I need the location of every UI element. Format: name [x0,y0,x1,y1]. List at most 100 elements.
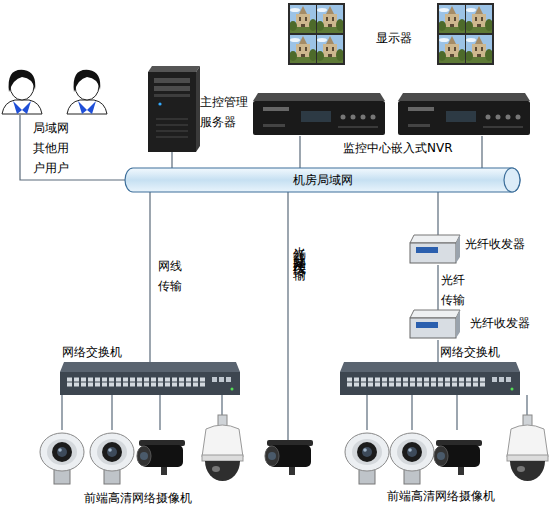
fiber-transceiver: 光纤收发器 [410,310,460,340]
transceiver-side [456,235,460,263]
annotation: 光纤或是网线传输 [291,236,307,260]
vent [156,136,188,138]
box-camera [137,440,185,475]
display-frame [437,3,494,65]
network-switch: 网络交换机 [60,362,240,395]
cable-line [366,395,367,430]
node-label: 光纤收发器 [465,237,545,252]
ptz-dome-camera [202,415,243,481]
transceiver-top [410,235,460,243]
sfp-port [499,377,504,382]
node-label: 网络交换机 [440,345,530,360]
transceiver-front [410,318,456,338]
turret-camera [390,433,434,484]
user-group: 局域网 其他用 户用户 [3,62,115,115]
turret-camera [90,433,134,484]
box-camera [434,440,482,475]
cable-line [299,136,300,168]
sfp-port [506,377,511,382]
sfp-port [219,377,224,382]
node-label: 局域网 其他用 户用户 [33,118,73,178]
display-pane [465,35,493,63]
switch-ports [66,377,206,387]
node-label: 前端高清网络摄像机 [58,491,218,506]
cable-line [159,395,160,430]
nvr-node: 监控中心嵌入式NVR [252,92,530,136]
vent [156,124,188,126]
drive-bay [154,94,190,97]
transceiver-side [456,310,460,338]
switch-front [340,372,520,395]
nvr-box [253,93,385,135]
transceiver-top [410,310,460,318]
vent [156,118,188,120]
camera-group: 前端高清网络摄像机 [343,430,549,490]
display-pane [438,5,466,33]
cable-line [61,395,62,430]
cable-line [456,395,457,430]
cable-line [411,395,412,430]
fiber-transceiver-icon [410,310,460,338]
switch-front [60,372,240,395]
bus-body [125,168,520,192]
node-label: 网络交换机 [62,345,152,360]
server-node: 主控管理 服务器 [146,66,200,152]
node-label: 光纤收发器 [470,316,549,331]
drive-bay [154,86,190,91]
status-led [511,388,514,391]
display-pane [465,5,493,33]
user-icons [2,70,107,114]
transceiver-badge [416,247,438,253]
cable-line [149,192,150,362]
cable-line [437,265,438,310]
video-wall [437,3,494,65]
node-label: 监控中心嵌入式NVR [343,141,493,156]
bus-end [504,168,520,192]
nvr-box [398,93,530,135]
cable-line [20,115,125,180]
sfp-port [226,377,231,382]
sfp-port [492,377,497,382]
server-tower [148,66,200,152]
vent [156,130,188,132]
node-label: 机房局域网 [125,173,520,187]
network-switch: 网络交换机 [340,362,520,395]
server-front [148,72,196,152]
display-pane [438,35,466,63]
drive-bay [154,78,190,83]
cable-line [437,340,438,362]
box-camera [265,440,313,475]
node-label: 前端高清网络摄像机 [361,489,521,504]
display-pane [289,35,317,63]
server-side [196,66,200,152]
display-pane [289,5,317,33]
transceiver-front [410,243,456,263]
ptz-dome-camera [507,415,548,481]
switch-top [60,362,240,372]
turret-camera [40,433,84,484]
user-icon [67,70,107,114]
turret-camera [345,433,389,484]
video-wall [288,3,345,65]
cable-label: 光纤 传输 [441,270,469,310]
user-icon [2,70,42,114]
status-led [231,388,234,391]
fiber-transceiver-icon [410,235,460,263]
camera-cable [287,192,288,440]
switch-icon [60,362,240,395]
lan-bus: 机房局域网 [125,168,520,192]
display-pane [316,5,344,33]
server-top [148,66,200,72]
cable-line [171,152,172,168]
switch-ports [346,377,486,387]
cable-line [437,192,438,235]
camera-group: 前端高清网络摄像机 [38,430,248,490]
cable-line [481,136,482,168]
switch-icon [340,362,520,395]
sfp-port [212,377,217,382]
transceiver-badge [416,322,438,328]
switch-top [340,362,520,372]
node-label: 主控管理 服务器 [200,92,252,132]
